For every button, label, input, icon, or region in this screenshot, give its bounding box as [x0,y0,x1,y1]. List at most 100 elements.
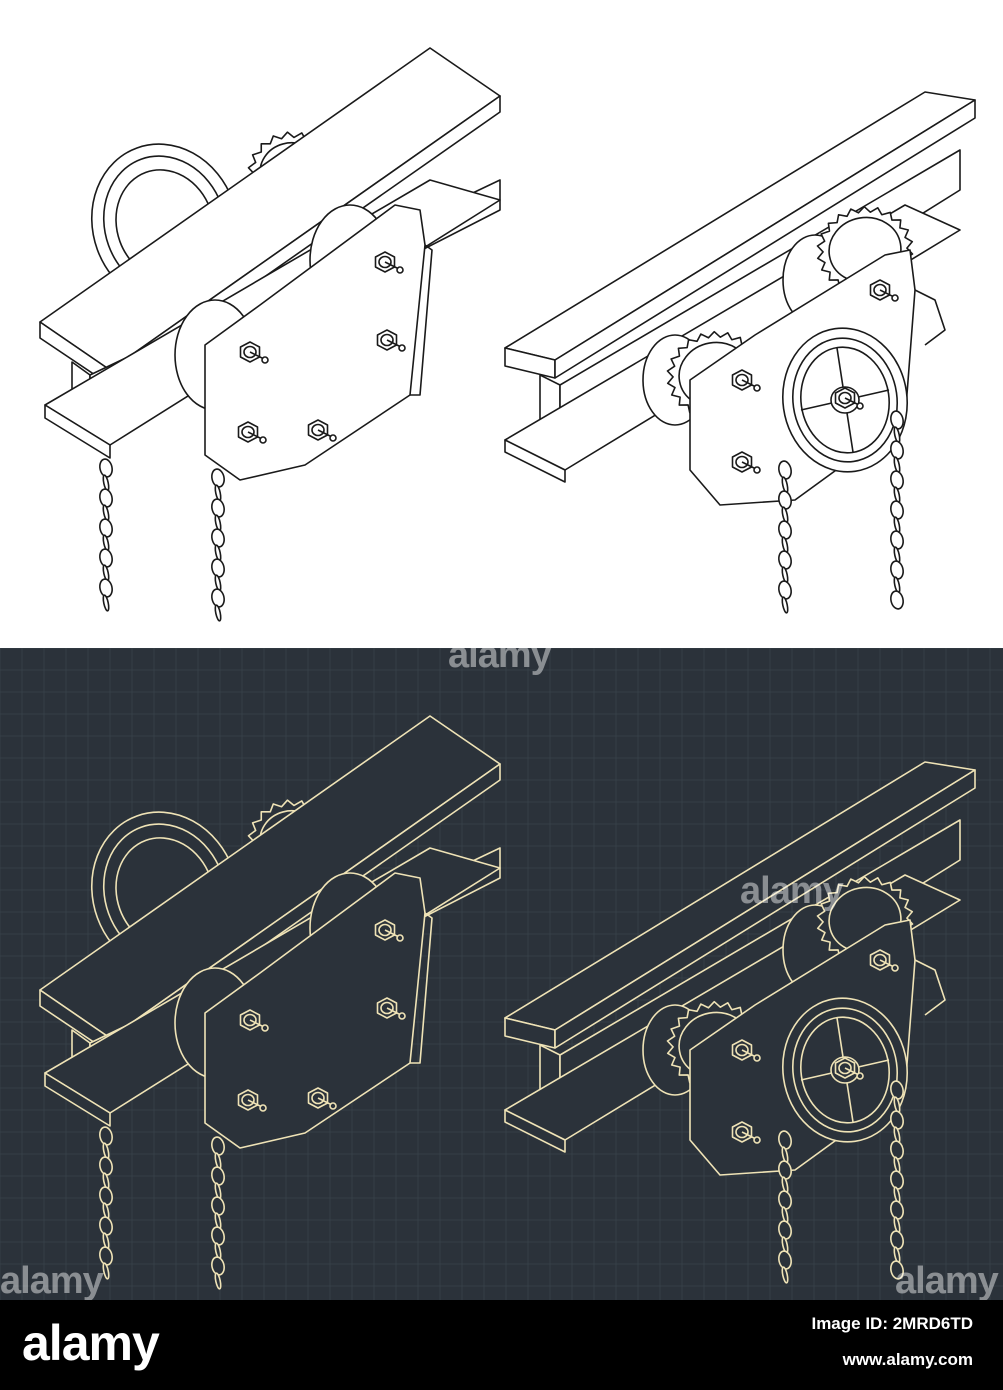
chain-link [99,458,113,478]
bolt-tip [317,429,333,438]
side-plate [204,204,426,481]
figure-light-right [504,91,976,614]
chain-link [99,1156,113,1176]
bolt-tip [249,1019,265,1028]
bolt-end [259,1104,267,1112]
bolt-tip [249,351,265,360]
side-plate-thickness [410,912,433,1064]
chain-link [890,410,904,430]
chain-link [890,1080,904,1100]
bolt-icon [376,997,406,1020]
chain-link [211,588,225,608]
bolt-tip [386,339,402,348]
chain [890,1080,904,1280]
bolt-tip [844,397,860,406]
bolt-end [398,344,406,352]
chain-link [890,590,904,610]
alamy-logo[interactable]: alamy [22,1315,160,1371]
bolt-icon [376,329,406,352]
wheel-groove [800,1016,890,1124]
chain-link [778,490,792,510]
chain-link [214,604,222,622]
bolt-tip [879,289,895,298]
bolt-icon [237,421,267,444]
chain-link [211,1256,225,1276]
bolt-end [753,384,761,392]
wheel-groove [800,346,890,454]
chain-link [211,1166,225,1186]
figure-light-left [39,47,501,622]
dark-blueprint-panel: alamy alamy alamy alamy [0,634,1003,1302]
bolt-end [259,436,267,444]
bolt-end [753,1054,761,1062]
chain-link [778,520,792,540]
chain [211,1136,225,1290]
bolt-icon [834,1057,864,1080]
chain-link [890,440,904,460]
beam-bottom-front [504,439,566,483]
dark-drawings [0,648,1003,1300]
chain-link [102,594,110,612]
wheel-guard [914,289,946,346]
chain [99,1126,113,1280]
bolt-end [891,294,899,302]
chain-link [890,1200,904,1220]
figure-dark-left [39,715,501,1290]
chain-link [778,580,792,600]
chain-link [778,1160,792,1180]
beam-flange-side [554,769,976,1049]
chain-link [99,578,113,598]
bolt-end [398,1012,406,1020]
chain-link [890,1170,904,1190]
bolt-tip [741,461,757,470]
bolt-end [396,934,404,942]
beam-flange-side [554,99,976,379]
bolt-tip [386,1007,402,1016]
chain-link [778,1250,792,1270]
watermark-bottom-right: alamy [895,1260,999,1302]
bolt-icon [869,279,899,302]
alamy-url[interactable]: www.alamy.com [842,1350,973,1369]
bolt-icon [731,451,761,474]
watermark-center-right: alamy [740,870,844,912]
bolt-icon [307,1087,337,1110]
side-plate-thickness [410,244,433,396]
chain-link [778,460,792,480]
bolt-icon [374,251,404,274]
chain-link [99,518,113,538]
watermark-top-center: alamy [448,634,552,676]
bolt-icon [731,369,761,392]
chain-link [778,550,792,570]
chain-link [890,1260,904,1280]
chain-link [211,468,225,488]
beam-bottom-front [504,1109,566,1153]
bolt-tip [741,379,757,388]
chain [211,468,225,622]
chain-link [890,1230,904,1250]
chain-link [778,1190,792,1210]
chain-link [99,1126,113,1146]
bolt-end [856,402,864,410]
bolt-icon [834,387,864,410]
bolt-tip [247,431,263,440]
bolt-icon [869,949,899,972]
chain-link [890,1140,904,1160]
bolt-icon [239,341,269,364]
chain-link [778,1130,792,1150]
chain-link [890,500,904,520]
bolt-icon [237,1089,267,1112]
bolt-end [261,1024,269,1032]
chain [778,1130,792,1284]
bolt-icon [731,1039,761,1062]
chain-link [99,1246,113,1266]
chain-link [211,1226,225,1246]
chain-link [211,498,225,518]
bolt-end [891,964,899,972]
chain-link [214,1272,222,1290]
bolt-icon [239,1009,269,1032]
chain-link [890,470,904,490]
chain-link [211,1196,225,1216]
chain-link [99,488,113,508]
bolt-icon [307,419,337,442]
chain-link [211,1136,225,1156]
